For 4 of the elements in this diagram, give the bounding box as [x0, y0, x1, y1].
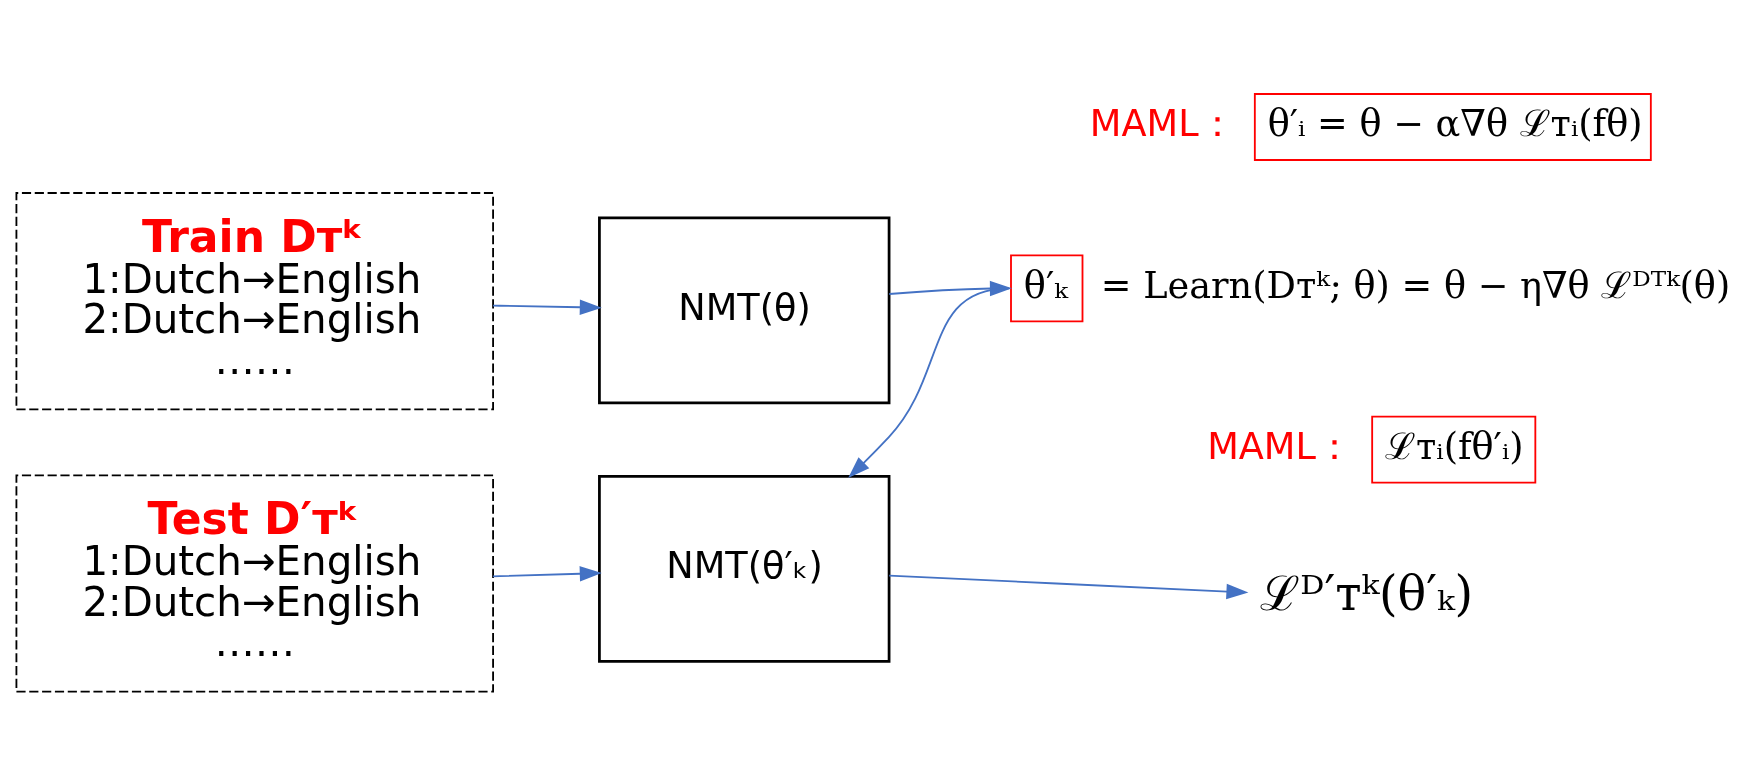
node-label: MAML： [1207, 424, 1353, 468]
node-label: MAML： [1089, 102, 1236, 146]
node-label: = Learn(Dᴛᵏ; θ) = θ − η∇θ ℒᴰᵀᵏ(θ) [1100, 263, 1731, 307]
node-text: ℒᴰ′ᴛᵏ(θ′ₖ) [1260, 565, 1474, 621]
